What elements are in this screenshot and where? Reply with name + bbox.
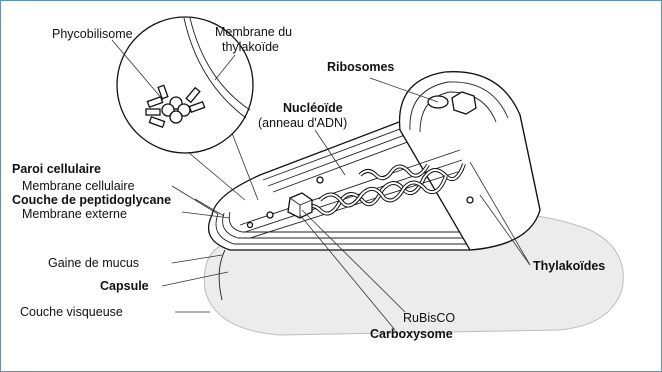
label-carboxysome: Carboxysome — [370, 327, 453, 341]
label-anneau-adn: (anneau d'ADN) — [258, 116, 347, 130]
label-nucleoide: Nucléoïde — [283, 101, 343, 115]
label-membrane-externe: Membrane externe — [22, 207, 127, 221]
label-phycobilisome: Phycobilisome — [52, 27, 133, 41]
label-thylakoides: Thylakoïdes — [533, 259, 605, 273]
label-ribosomes: Ribosomes — [327, 60, 394, 74]
label-capsule: Capsule — [100, 279, 149, 293]
label-membrane-cellulaire: Membrane cellulaire — [22, 179, 135, 193]
label-couche-peptidoglycane: Couche de peptidoglycane — [12, 193, 171, 207]
label-membrane-thylakoide-1: Membrane du — [215, 25, 292, 39]
label-membrane-thylakoide-2: thylakoïde — [222, 40, 279, 54]
carboxysome-hex-cap — [452, 92, 476, 114]
label-rubisco: RuBisCO — [403, 311, 455, 325]
label-paroi-cellulaire: Paroi cellulaire — [12, 162, 101, 176]
label-gaine-mucus: Gaine de mucus — [48, 256, 139, 270]
label-couche-visqueuse: Couche visqueuse — [20, 305, 123, 319]
